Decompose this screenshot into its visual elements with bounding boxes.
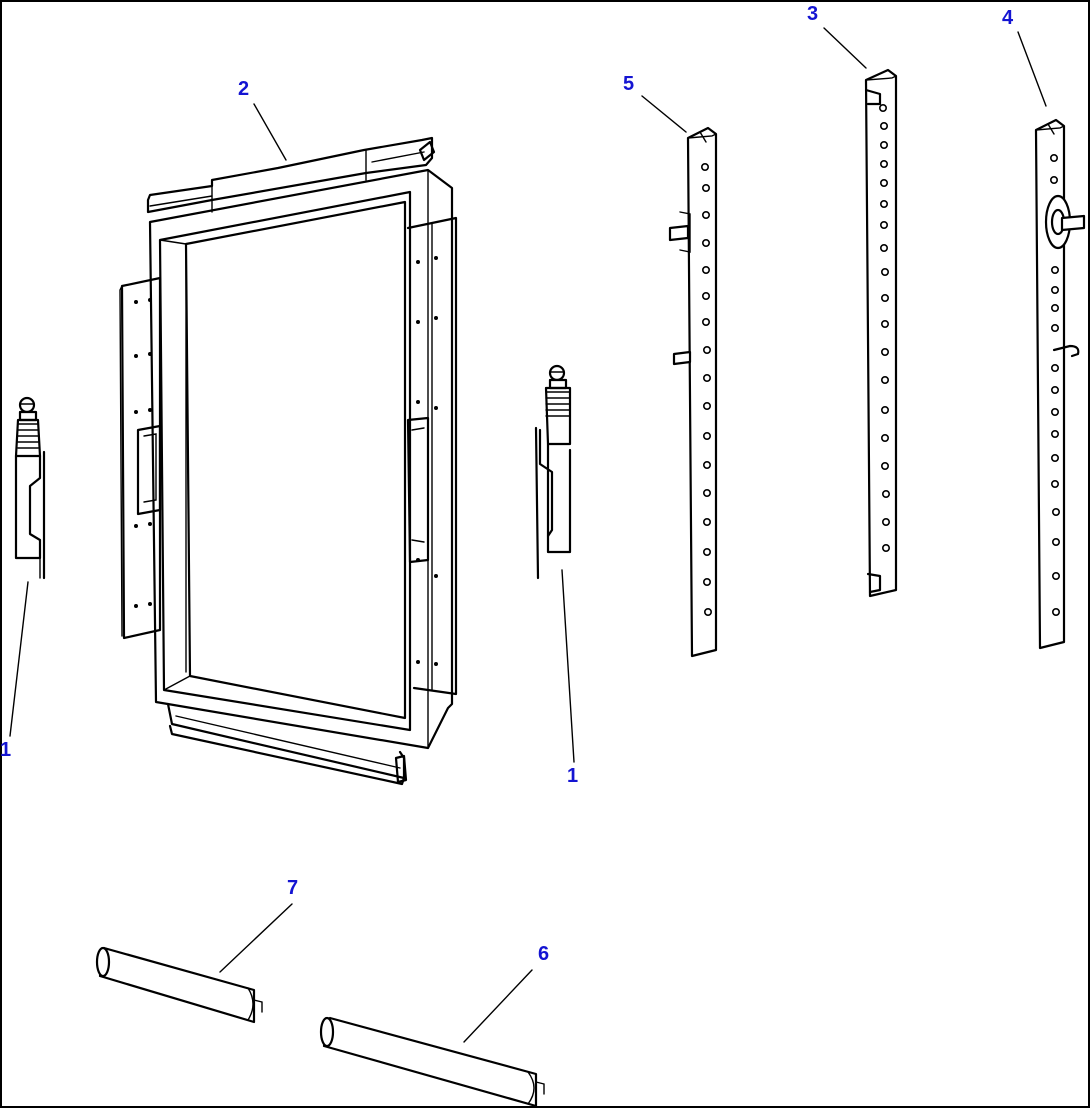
callout-4: 4 xyxy=(1002,7,1014,29)
window-frame xyxy=(119,136,458,786)
callout-1-left: 1 xyxy=(0,739,12,761)
callout-3: 3 xyxy=(807,3,819,25)
leader-3 xyxy=(823,27,867,69)
leader-4 xyxy=(1017,31,1047,107)
rail-3 xyxy=(864,68,898,598)
callout-2: 2 xyxy=(238,78,250,100)
left-seal xyxy=(14,396,46,580)
leader-2 xyxy=(253,103,287,161)
leader-1-left xyxy=(9,581,29,737)
leader-lines xyxy=(9,27,1047,1043)
callout-1-right: 1 xyxy=(567,765,579,787)
right-seal xyxy=(534,364,572,580)
leader-7 xyxy=(219,903,293,973)
callout-7: 7 xyxy=(287,877,299,899)
leader-6 xyxy=(463,969,533,1043)
callout-6: 6 xyxy=(538,943,550,965)
strip-6 xyxy=(319,1016,545,1108)
leader-1-right xyxy=(561,569,575,763)
rail-4 xyxy=(1034,118,1086,650)
leader-5 xyxy=(641,95,687,133)
rail-5 xyxy=(668,126,718,658)
strip-7 xyxy=(95,946,263,1024)
callout-5: 5 xyxy=(623,73,635,95)
